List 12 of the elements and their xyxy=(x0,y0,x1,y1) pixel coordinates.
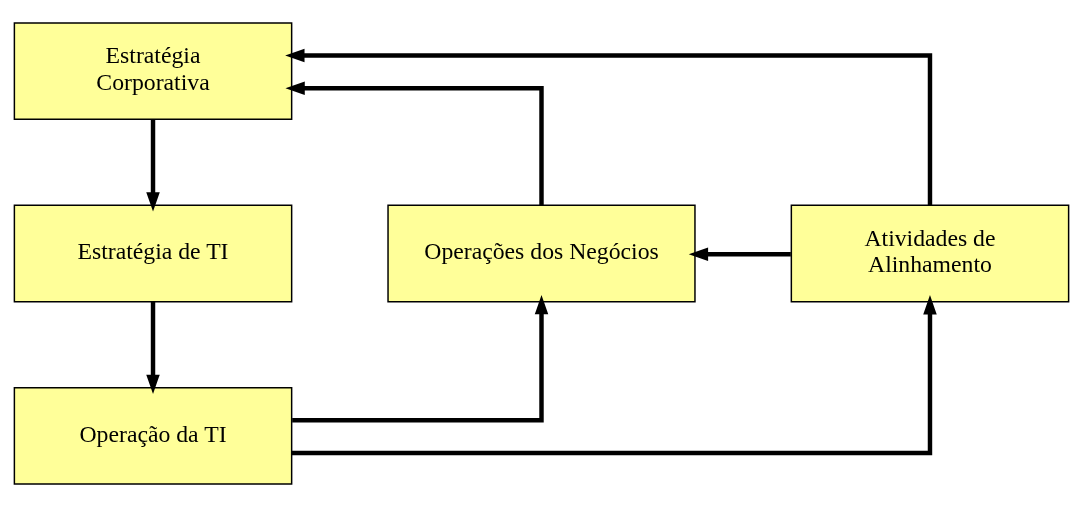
arrow xyxy=(146,301,160,394)
arrow xyxy=(291,294,937,455)
node-box: Estratégia de TI xyxy=(13,204,293,302)
node-box: Atividades de Alinhamento xyxy=(790,204,1070,302)
node-box: Operações dos Negócios xyxy=(387,204,696,302)
arrow xyxy=(292,294,549,423)
arrow xyxy=(285,48,933,205)
arrow xyxy=(285,80,544,205)
arrow xyxy=(146,119,160,212)
node-box: Operação da TI xyxy=(13,386,293,485)
node-box: Estratégia Corporativa xyxy=(13,21,293,120)
arrow xyxy=(688,246,791,261)
